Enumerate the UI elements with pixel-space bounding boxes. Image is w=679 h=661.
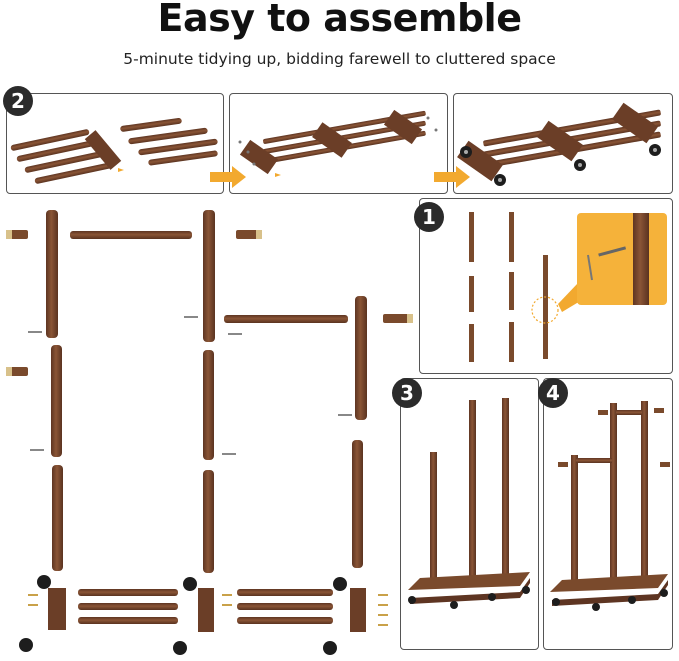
step-2-badge: 2: [3, 86, 33, 116]
page-subtitle: 5-minute tidying up, bidding farewell to…: [123, 50, 556, 68]
page-title: Easy to assemble: [157, 0, 522, 40]
base-parts: [19, 575, 388, 655]
step1-zoom-detail: [577, 213, 667, 305]
step2-base-frame: [238, 109, 438, 177]
step-3-badge: 3: [392, 378, 422, 408]
step1-post-joining: [469, 212, 667, 362]
step3-rack: [408, 398, 530, 609]
exploded-posts: [6, 210, 413, 573]
arrow-right-1: [210, 166, 246, 188]
step2-frame-wheels: [457, 102, 661, 186]
arrow-right-2: [434, 166, 470, 188]
step4-rack: [550, 401, 670, 611]
step-1-badge: 1: [414, 202, 444, 232]
step2-loose-parts: [10, 117, 218, 184]
step-4-badge: 4: [538, 378, 568, 408]
